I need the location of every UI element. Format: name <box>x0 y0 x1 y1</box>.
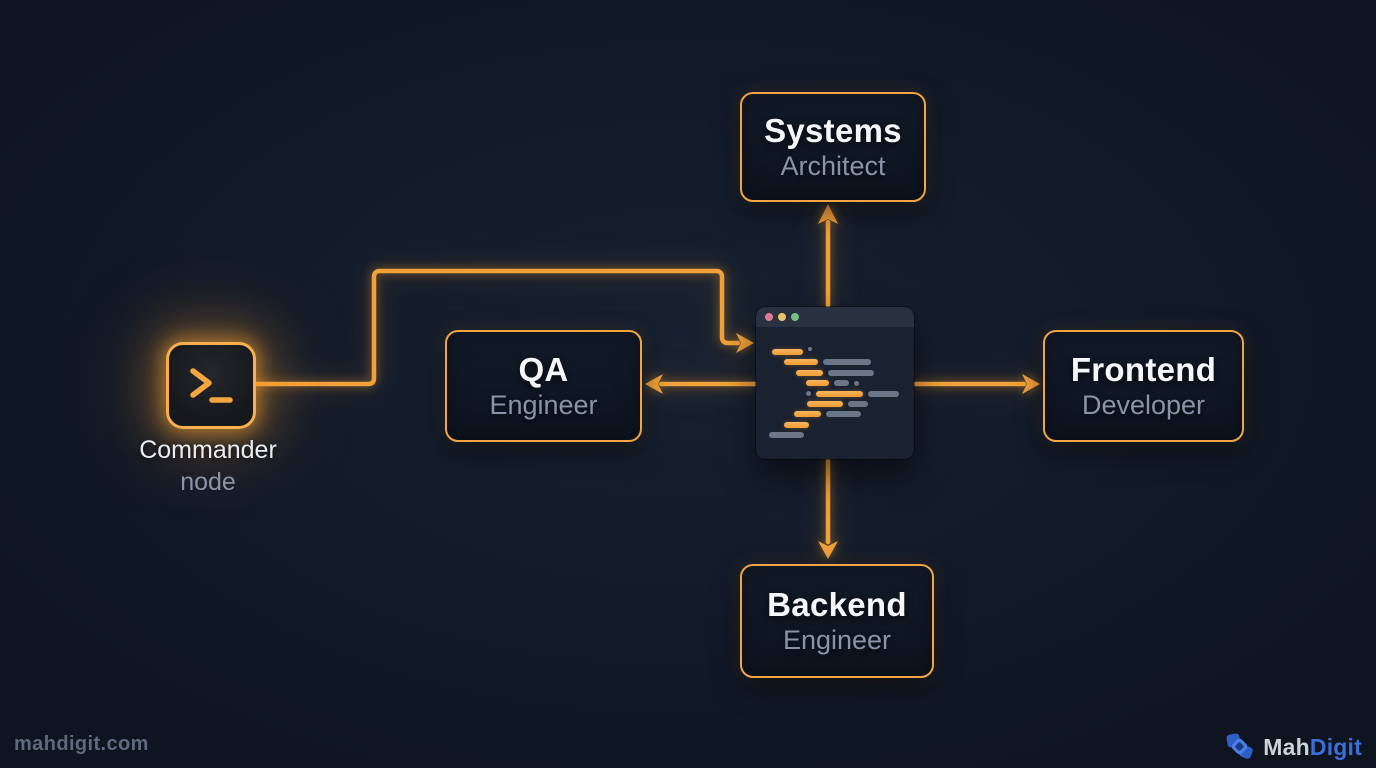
commander-label: Commander node <box>100 436 316 497</box>
code-segment-orange <box>816 390 863 397</box>
watermark: mahdigit.com <box>14 733 149 755</box>
node-subtitle: Developer <box>1081 390 1206 421</box>
code-segment-dot <box>854 380 859 386</box>
code-line <box>806 380 914 387</box>
code-segment-tick <box>808 347 812 351</box>
code-line <box>784 359 914 366</box>
node-frontend-developer: Frontend Developer <box>1043 330 1244 442</box>
node-qa-engineer: QA Engineer <box>445 330 642 442</box>
node-systems-architect: Systems Architect <box>740 92 926 202</box>
arrowhead-right-frontend <box>1022 374 1040 394</box>
code-segment-orange <box>784 359 818 366</box>
code-segment-gray <box>828 369 874 376</box>
code-segment-gray <box>868 390 899 397</box>
traffic-light-dot <box>791 313 799 321</box>
brand-text-first: Mah <box>1263 733 1310 760</box>
code-line <box>784 421 914 428</box>
arrowhead-right-terminal <box>736 333 754 353</box>
code-segment-gray <box>769 432 804 439</box>
node-title: Systems <box>764 111 902 149</box>
arrowhead-down-backend <box>818 541 838 559</box>
terminal-code-area <box>756 327 914 439</box>
terminal-titlebar <box>756 307 914 327</box>
traffic-lights <box>765 308 804 326</box>
code-segment-gray <box>823 359 871 366</box>
node-subtitle: Engineer <box>489 390 598 421</box>
code-segment-orange <box>807 400 843 407</box>
terminal-prompt-icon <box>190 368 233 403</box>
node-backend-engineer: Backend Engineer <box>740 564 934 678</box>
brand-text-second: Digit <box>1309 733 1362 760</box>
code-line <box>772 347 914 355</box>
brand-text: MahDigit <box>1263 734 1362 761</box>
node-title: Frontend <box>1070 350 1217 388</box>
node-title: Backend <box>767 585 907 623</box>
mahdigit-logo-icon <box>1226 733 1254 759</box>
node-title: QA <box>518 350 569 388</box>
code-segment-orange <box>796 369 823 376</box>
code-line <box>807 400 914 407</box>
arrowhead-left-qa <box>645 374 663 394</box>
code-line <box>769 432 914 439</box>
traffic-light-dot <box>765 313 773 321</box>
node-subtitle: Architect <box>780 151 886 182</box>
brand-logo: MahDigit <box>1224 731 1362 763</box>
node-commander <box>166 342 256 429</box>
code-segment-gray <box>834 380 849 387</box>
code-line <box>794 411 914 418</box>
edge-commander-to-terminal <box>247 268 741 387</box>
terminal-window <box>756 307 914 459</box>
code-segment-gray <box>848 400 868 407</box>
code-segment-orange <box>806 380 829 387</box>
node-subtitle: Engineer <box>782 625 892 656</box>
code-line <box>806 390 914 397</box>
traffic-light-dot <box>778 313 786 321</box>
code-segment-orange <box>784 421 809 428</box>
code-line <box>796 369 914 376</box>
arrowhead-up-systems <box>818 204 838 224</box>
commander-label-line2: node <box>180 468 236 496</box>
code-segment-dot <box>806 391 811 397</box>
commander-label-line1: Commander <box>139 436 277 464</box>
code-segment-orange <box>772 349 803 355</box>
code-segment-orange <box>794 411 821 418</box>
code-segment-gray <box>826 411 861 418</box>
